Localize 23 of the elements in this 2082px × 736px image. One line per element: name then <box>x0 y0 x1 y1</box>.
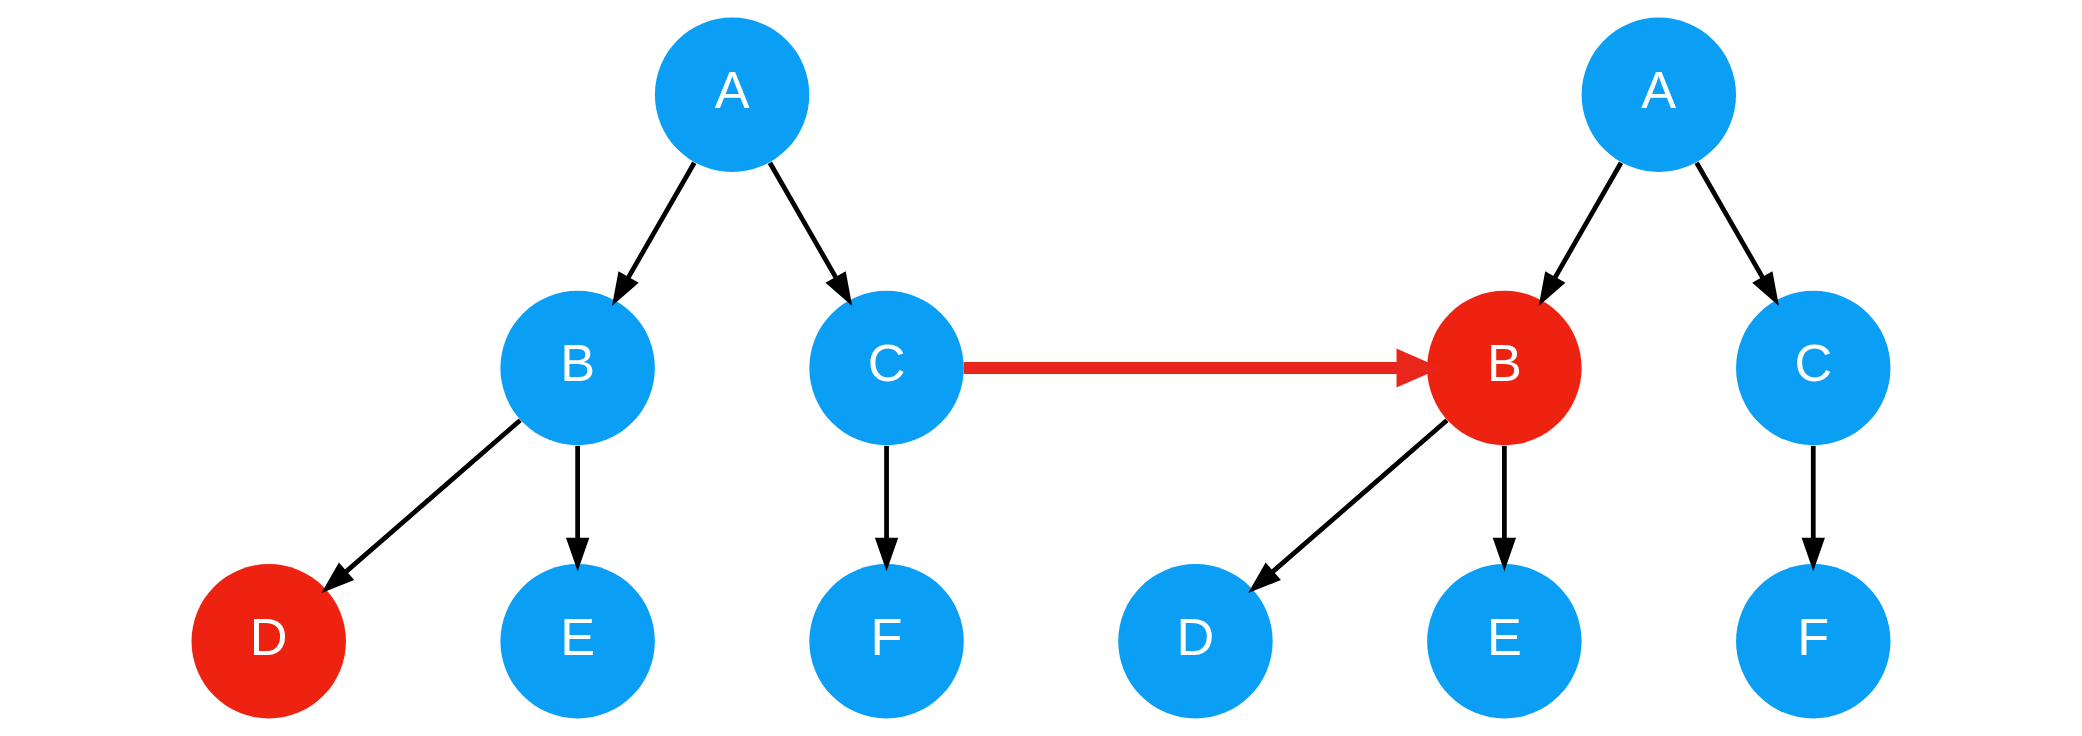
arrow <box>565 445 590 572</box>
node-circle: D <box>1118 564 1273 719</box>
arrow <box>1492 445 1517 572</box>
arrow <box>1694 161 1779 306</box>
arrow <box>1248 418 1449 594</box>
arrow <box>874 445 899 572</box>
arrow <box>1801 445 1825 572</box>
node-circle: D <box>191 564 346 719</box>
node-circle: E <box>1427 564 1582 719</box>
node-circle: F <box>1736 564 1891 719</box>
arrow <box>321 418 522 594</box>
node-circle: B <box>500 290 655 446</box>
node-circle: B <box>1427 290 1582 446</box>
arrow <box>1538 161 1624 306</box>
node-circle: A <box>654 17 810 172</box>
arrow <box>767 161 853 306</box>
node-circle: E <box>500 564 655 719</box>
node-circle: C <box>1736 290 1891 446</box>
node-circle: C <box>809 290 964 446</box>
arrow <box>963 348 1442 388</box>
arrow <box>611 161 697 306</box>
node-circle: F <box>809 564 964 719</box>
node-circle: A <box>1581 17 1737 172</box>
